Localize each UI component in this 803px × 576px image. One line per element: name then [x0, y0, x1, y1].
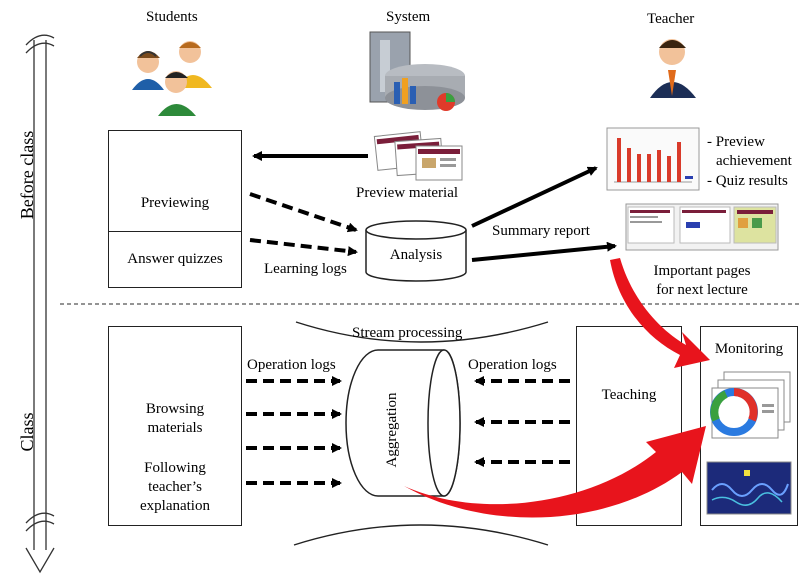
arrow-summary-to-chart [471, 166, 598, 228]
student-activity-box [108, 130, 242, 288]
actor-system: System [386, 9, 431, 25]
actor-teacher: Teacher [647, 11, 695, 27]
label-learning-logs: Learning logs [264, 261, 347, 277]
label-operation-logs-right: Operation logs [468, 357, 557, 373]
server-icon [369, 31, 465, 111]
report-item: - Preview [707, 134, 765, 150]
actor-students: Students [146, 9, 198, 25]
arrow-learning-log [249, 192, 358, 233]
label-important-pages: Important pages [653, 263, 751, 279]
label-aggregation: Aggregation [384, 392, 400, 468]
label-important-pages: for next lecture [656, 282, 748, 298]
analysis-database [365, 220, 467, 282]
phase-label-class: Class [17, 412, 37, 452]
label-following: Following [144, 460, 206, 476]
label-analysis: Analysis [389, 247, 443, 263]
important-pages-screenshot [625, 203, 779, 251]
students-icon [132, 41, 212, 116]
timeline-arrow [25, 34, 55, 574]
report-item: - Quiz results [707, 173, 788, 189]
label-monitoring: Monitoring [714, 341, 784, 357]
label-summary-report: Summary report [492, 223, 590, 239]
teacher-class-box [576, 326, 682, 526]
stream-curve-top [295, 321, 549, 343]
aggregation-stream-cylinder [345, 349, 461, 497]
preview-material-thumbnail [373, 131, 463, 181]
label-browsing: Browsing [145, 401, 205, 417]
report-item: achievement [716, 153, 792, 169]
label-previewing: Previewing [140, 195, 210, 211]
teacher-icon [650, 39, 696, 98]
label-stream-processing: Stream processing [352, 325, 463, 341]
label-browsing: materials [147, 420, 203, 436]
label-following: teacher’s [148, 479, 202, 495]
student-class-box [108, 326, 242, 526]
label-following: explanation [140, 498, 210, 514]
stream-curve-bottom [293, 524, 549, 546]
arrow-summary-to-pages [471, 241, 617, 262]
label-answer-quizzes: Answer quizzes [127, 251, 223, 267]
label-teaching: Teaching [601, 387, 657, 403]
label-operation-logs-left: Operation logs [247, 357, 336, 373]
report-bar-chart [606, 127, 700, 191]
arrow-learning-log [249, 238, 358, 257]
label-preview-material: Preview material [356, 185, 459, 201]
phase-label-before-class: Before class [17, 130, 37, 220]
